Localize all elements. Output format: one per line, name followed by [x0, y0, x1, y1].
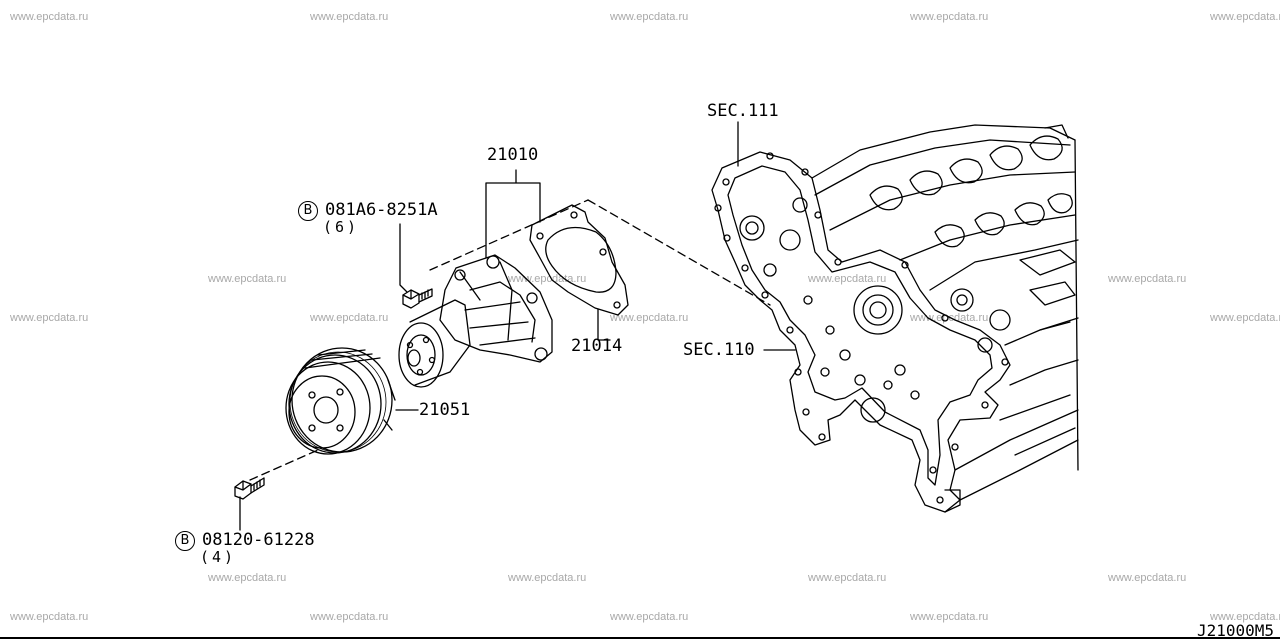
- pump-leader: [485, 169, 541, 259]
- watermark: www.epcdata.ru: [910, 312, 989, 324]
- watermark: www.epcdata.ru: [208, 273, 287, 285]
- watermark: www.epcdata.ru: [310, 611, 389, 623]
- bolt-marker-icon: B: [175, 531, 195, 551]
- watermark: www.epcdata.ru: [1108, 572, 1187, 584]
- alignment-line-gasket-to-block: [587, 199, 771, 306]
- watermark: www.epcdata.ru: [10, 11, 89, 23]
- watermark: www.epcdata.ru: [508, 273, 587, 285]
- watermark: www.epcdata.ru: [610, 312, 689, 324]
- alignment-line-pump-to-gasket: [429, 199, 589, 271]
- pulley-21051[interactable]: [285, 347, 396, 455]
- watermark: www.epcdata.ru: [1210, 611, 1280, 623]
- watermark: www.epcdata.ru: [508, 572, 587, 584]
- bolt-top-quantity: (6): [323, 218, 360, 236]
- watermark: www.epcdata.ru: [10, 611, 89, 623]
- engine-block[interactable]: [711, 124, 1079, 513]
- top-bolt-leader: [399, 223, 408, 293]
- watermark: www.epcdata.ru: [310, 312, 389, 324]
- label-part-21014[interactable]: 21014: [571, 336, 623, 356]
- label-part-21051[interactable]: 21051: [419, 400, 471, 420]
- alignment-line-bolt-to-pulley: [249, 449, 319, 481]
- bolt-081A6-8251A[interactable]: [402, 288, 433, 309]
- bolt-bottom-quantity: (4): [200, 548, 237, 566]
- watermark: www.epcdata.ru: [910, 611, 989, 623]
- gasket-leader: [597, 308, 611, 341]
- label-sec111[interactable]: SEC.111: [707, 101, 779, 121]
- label-part-21010[interactable]: 21010: [487, 145, 539, 165]
- watermark: www.epcdata.ru: [610, 611, 689, 623]
- watermark: www.epcdata.ru: [610, 11, 689, 23]
- watermark: www.epcdata.ru: [808, 572, 887, 584]
- watermark: www.epcdata.ru: [808, 273, 887, 285]
- label-bolt-08120-61228[interactable]: 08120-61228: [202, 530, 315, 550]
- watermark: www.epcdata.ru: [1210, 312, 1280, 324]
- watermark: www.epcdata.ru: [208, 572, 287, 584]
- watermark: www.epcdata.ru: [1108, 273, 1187, 285]
- watermark: www.epcdata.ru: [10, 312, 89, 324]
- watermark: www.epcdata.ru: [1210, 11, 1280, 23]
- watermark: www.epcdata.ru: [910, 11, 989, 23]
- water-pump-21010[interactable]: [398, 254, 553, 388]
- label-bolt-081A6-8251A[interactable]: 081A6-8251A: [325, 200, 438, 220]
- watermark: www.epcdata.ru: [310, 11, 389, 23]
- bolt-08120-61228[interactable]: [234, 477, 265, 500]
- label-sec110[interactable]: SEC.110: [683, 340, 755, 360]
- diagram-code: J21000M5: [1196, 621, 1274, 640]
- gasket-21014[interactable]: [529, 204, 629, 316]
- bolt-marker-icon: B: [298, 201, 318, 221]
